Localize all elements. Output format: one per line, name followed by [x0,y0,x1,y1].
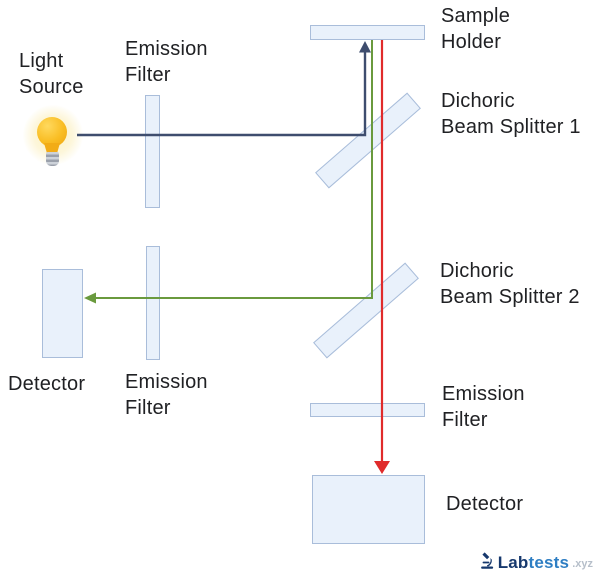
dichoric-beam-splitter-1-label: Dichoric Beam Splitter 1 [441,90,581,138]
green-emission-beam-arrowhead [84,292,96,304]
emission-filter-bottom-label: Emission Filter [442,383,525,431]
emission-filter-left-label: Emission Filter [125,371,208,419]
emission-filter-top-shape [145,95,160,208]
light-bulb-base [46,152,59,166]
emission-filter-bottom-shape [310,403,425,417]
logo-text-primary: Lab [497,553,529,572]
dichoric-beam-splitter-1-shape [315,92,421,189]
dichoric-beam-splitter-2-label: Dichoric Beam Splitter 2 [440,260,580,308]
labtests-logo: Labtests .xyz [480,551,593,571]
emission-filter-top-label: Emission Filter [125,38,208,86]
red-emission-beam-arrowhead [374,461,390,474]
light-bulb-icon [37,117,67,147]
sample-holder-shape [310,25,425,40]
sample-holder-label: Sample Holder [441,5,511,53]
logo-text-secondary: tests [528,553,570,572]
detector-left-shape [42,269,83,358]
detector-left-label: Detector [8,373,86,395]
dichoric-beam-splitter-2-shape [313,262,419,359]
detector-bottom-label: Detector [446,493,524,515]
light-bulb-neck [44,143,60,153]
logo-tld: .xyz [572,558,593,570]
emission-filter-left-shape [146,246,160,360]
microscope-icon [480,552,493,569]
light-source-label: Light Source [19,50,84,98]
detector-bottom-shape [312,475,425,544]
excitation-beam-line [77,52,367,137]
logo-wordmark: Labtests [498,554,570,571]
excitation-beam-arrowhead [359,41,371,53]
